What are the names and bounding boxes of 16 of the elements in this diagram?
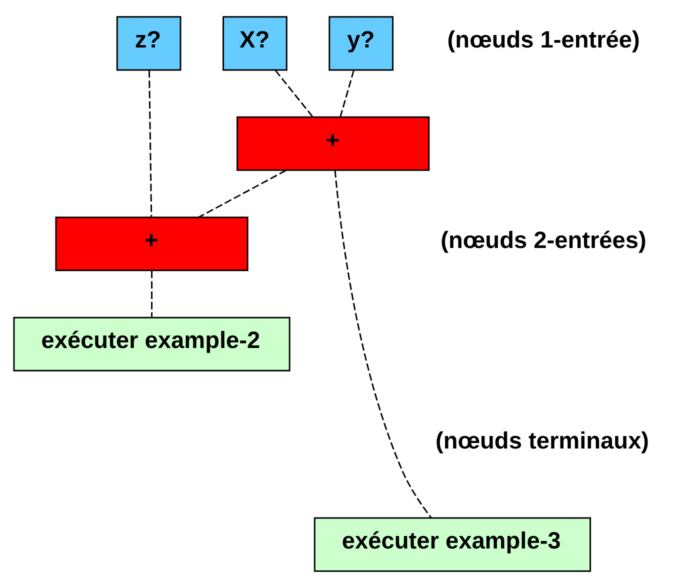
connector: [151, 270, 153, 317]
node-box: z?: [116, 16, 182, 71]
connector: [334, 170, 432, 518]
connector: [274, 70, 313, 117]
node-box: X?: [222, 16, 288, 71]
label: (nœuds terminaux): [436, 427, 650, 454]
label: (nœuds 2-entrées): [440, 227, 646, 254]
node-box: +: [236, 116, 430, 171]
node-box: exécuter example-3: [314, 517, 592, 572]
connector: [148, 70, 152, 218]
connector: [198, 170, 286, 218]
connector: [340, 70, 354, 117]
node-box: +: [55, 216, 248, 272]
node-box: exécuter example-2: [13, 316, 290, 372]
node-box: y?: [328, 16, 394, 71]
label: (nœuds 1-entrée): [447, 26, 640, 53]
